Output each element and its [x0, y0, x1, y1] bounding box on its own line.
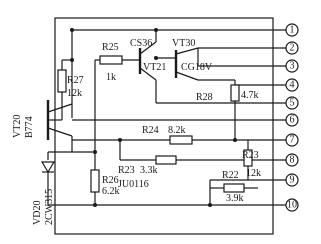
r22-value: 3.9k — [226, 193, 244, 204]
r24-ref: R24 — [142, 125, 159, 136]
vt30-part: CG18V — [181, 62, 213, 73]
vt20-part: B774 — [24, 116, 35, 138]
pin-2-label: 2 — [290, 43, 295, 54]
vt30-collector — [175, 47, 199, 55]
pin-8-label: 8 — [290, 155, 295, 166]
r23a-value: 3.3k — [140, 165, 158, 176]
junction — [154, 56, 158, 60]
resistor-r25 — [99, 55, 123, 65]
junction — [208, 203, 212, 207]
junction — [154, 28, 158, 32]
r22-ref: R22 — [222, 170, 239, 181]
vt20-emitter — [47, 103, 73, 113]
junction — [233, 138, 237, 142]
pin-3-label: 3 — [290, 61, 295, 72]
vt21-part: CS36 — [130, 38, 152, 49]
r25-ref: R25 — [102, 42, 119, 53]
resistor-r26 — [90, 169, 100, 193]
vt20-ref: VT20 — [12, 115, 23, 138]
r25-value: 1k — [106, 72, 116, 83]
resistor-r27 — [57, 69, 67, 93]
r23b-ref: R23 — [242, 150, 259, 161]
vd20-part: 2CW315 — [44, 189, 55, 225]
vt21-ref: VT21 — [143, 62, 166, 73]
r28-value: 4.7k — [241, 90, 259, 101]
r26-value: 6.2k — [102, 186, 120, 197]
vt20-collector — [47, 127, 73, 137]
ic-label: JU0116 — [118, 179, 149, 190]
resistor-r23a — [155, 155, 177, 165]
r27-value: 12k — [67, 88, 82, 99]
resistor-r28 — [230, 84, 240, 102]
vt30-ref: VT30 — [172, 38, 195, 49]
vt30-emitter — [175, 71, 199, 81]
pin-10-label: 10 — [287, 200, 297, 211]
pin-4-label: 4 — [290, 80, 295, 91]
pin-5-label: 5 — [290, 98, 295, 109]
pin-9-label: 9 — [290, 175, 295, 186]
r26-ref: R26 — [102, 175, 119, 186]
junction — [70, 58, 74, 62]
module-outline — [54, 17, 274, 235]
junction — [93, 150, 97, 154]
junction — [118, 138, 122, 142]
vd20-ref: VD20 — [32, 201, 43, 225]
pin-terminals — [258, 29, 286, 206]
junction — [70, 28, 74, 32]
resistor-r24 — [169, 135, 193, 145]
zener-vd20 — [40, 161, 56, 174]
r27-ref: R27 — [67, 75, 84, 86]
resistor-r22 — [223, 183, 245, 193]
pin-1-label: 1 — [290, 25, 295, 36]
pin-7-label: 7 — [290, 135, 295, 146]
vt21-emitter — [139, 67, 157, 81]
r23a-ref: R23 — [118, 165, 135, 176]
pin-6-label: 6 — [290, 115, 295, 126]
r28-ref: R28 — [196, 92, 213, 103]
vt21-collector — [139, 41, 157, 55]
pin-circles — [285, 23, 299, 212]
r24-value: 8.2k — [168, 125, 186, 136]
junction — [93, 203, 97, 207]
r23b-value: 12k — [246, 168, 261, 179]
